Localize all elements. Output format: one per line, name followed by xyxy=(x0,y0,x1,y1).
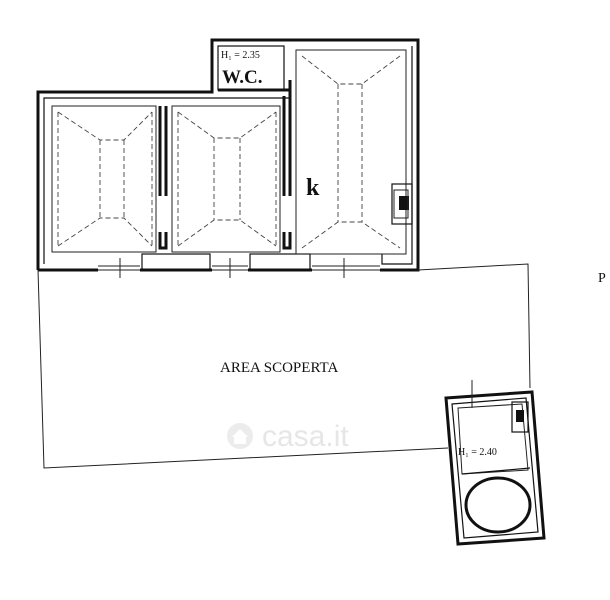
wc-height-label: H₁ = 2.35 xyxy=(221,50,260,61)
vault-room-2 xyxy=(177,111,277,247)
edge-letter: P xyxy=(598,271,606,286)
open-area-label: AREA SCOPERTA xyxy=(220,360,339,376)
vault-room-1 xyxy=(57,111,153,247)
annex-stove-icon xyxy=(511,401,529,433)
stove-icon xyxy=(391,183,413,225)
watermark: casa.it xyxy=(227,420,349,453)
vault-kitchen xyxy=(301,55,401,249)
wc-label: W.C. xyxy=(222,67,262,88)
kitchen-label: k xyxy=(306,175,320,201)
house-icon xyxy=(227,423,253,449)
annex-building xyxy=(444,380,546,546)
circular-tank xyxy=(464,476,532,534)
watermark-text: casa.it xyxy=(262,420,349,453)
open-area xyxy=(37,263,531,469)
annex-height-label: H₁ = 2.40 xyxy=(458,447,497,458)
